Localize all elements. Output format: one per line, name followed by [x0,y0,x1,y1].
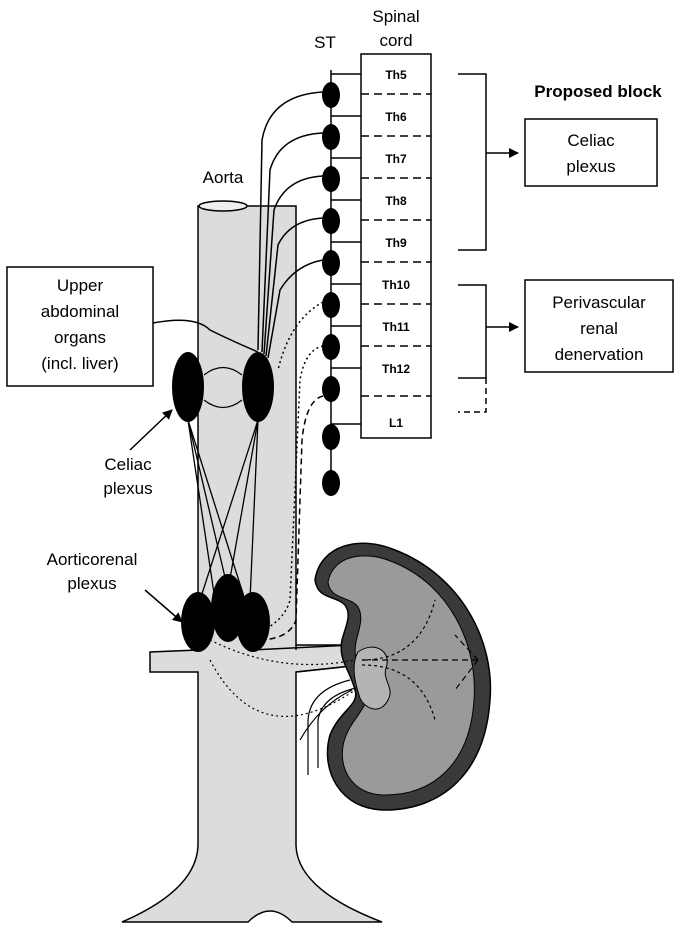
segment-th10: Th10 [382,278,410,292]
svg-text:abdominal: abdominal [41,302,119,321]
segment-th11: Th11 [382,320,410,334]
spinal-cord-label-2: cord [379,31,412,50]
svg-text:Celiac: Celiac [567,131,615,150]
svg-text:organs: organs [54,328,106,347]
proposed-block-title: Proposed block [534,82,662,101]
svg-text:Upper: Upper [57,276,104,295]
perivascular-renal-denervation-box: Perivascular renal denervation [525,280,673,372]
svg-text:Perivascular: Perivascular [552,293,646,312]
renal-block-bracket [458,285,486,378]
svg-text:denervation: denervation [555,345,644,364]
segment-l1: L1 [389,416,403,430]
spinal-cord-label-1: Spinal [372,7,419,26]
celiac-plexus-label-1: Celiac [104,455,152,474]
kidney [315,543,490,810]
st-label: ST [314,33,336,52]
segment-th5: Th5 [385,68,407,82]
aorticorenal-label-1: Aorticorenal [47,550,138,569]
celiac-plexus-label-2: plexus [103,479,152,498]
segment-th7: Th7 [385,152,407,166]
segment-th8: Th8 [385,194,407,208]
celiac-plexus-box: Celiac plexus [525,119,657,186]
segment-th12: Th12 [382,362,410,376]
aorta-label: Aorta [203,168,244,187]
svg-text:plexus: plexus [566,157,615,176]
celiac-block-bracket [458,74,486,250]
aorticorenal-label-2: plexus [67,574,116,593]
segment-th9: Th9 [385,236,407,250]
spinal-cord: Th5 Th6 Th7 Th8 Th9 Th10 Th11 Th12 L1 [361,54,431,438]
svg-text:renal: renal [580,319,618,338]
celiac-pointer-arrow [130,410,172,450]
renal-block-bracket-dashed [458,378,486,412]
upper-abdominal-organs-box: Upper abdominal organs (incl. liver) [7,267,153,386]
svg-text:(incl. liver): (incl. liver) [41,354,118,373]
segment-th6: Th6 [385,110,407,124]
aorticorenal-pointer-arrow [145,590,182,622]
